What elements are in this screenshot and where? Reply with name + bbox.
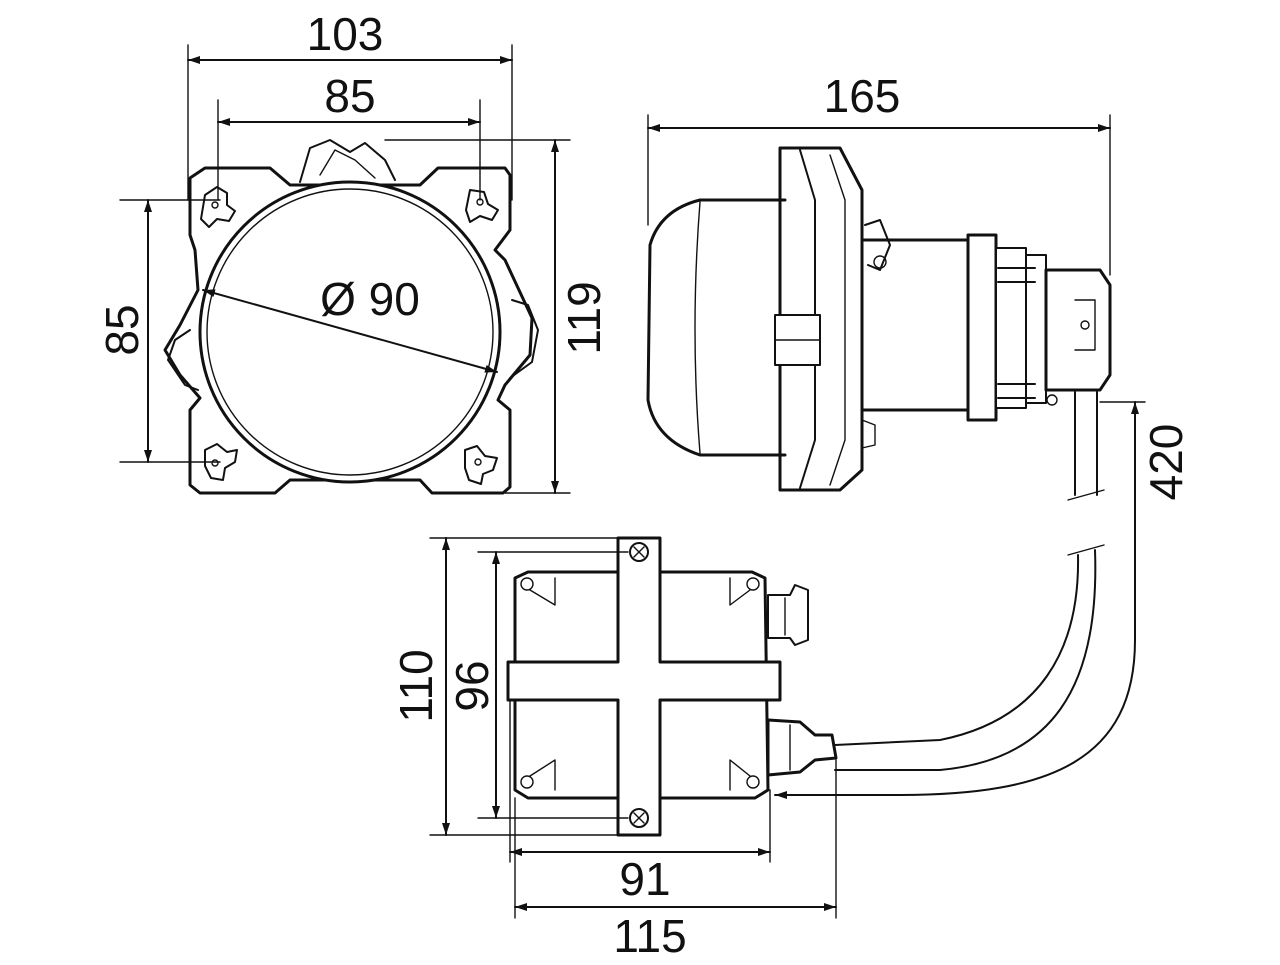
front-view-headlamp [163, 139, 539, 495]
dim-height-overall: 119 [558, 281, 610, 354]
dim-height-mounting: 85 [96, 304, 148, 355]
dim-ballast-height-body: 96 [446, 660, 498, 711]
dim-depth-overall: 165 [824, 70, 901, 122]
dim-ballast-width-overall: 115 [613, 910, 686, 960]
front-view-dimensions [119, 44, 571, 494]
dim-lens-diameter: Ø 90 [320, 273, 420, 325]
screw-icon [729, 759, 760, 791]
dim-ballast-width-body: 91 [619, 853, 670, 905]
screw-icon [464, 445, 498, 485]
screw-icon [520, 759, 556, 791]
dim-width-overall: 103 [307, 8, 384, 60]
screw-icon [200, 186, 236, 228]
ballast-unit [506, 536, 838, 837]
dim-cable-length: 420 [1140, 424, 1192, 501]
dim-ballast-height-overall: 110 [390, 649, 442, 722]
side-view-dimensions [647, 114, 1146, 799]
screw-icon [204, 443, 238, 481]
screw-icon [520, 577, 556, 606]
ballast-dimensions [429, 537, 837, 919]
screw-icon [465, 189, 499, 223]
dim-width-mounting: 85 [324, 70, 375, 122]
screw-icon [729, 577, 760, 606]
